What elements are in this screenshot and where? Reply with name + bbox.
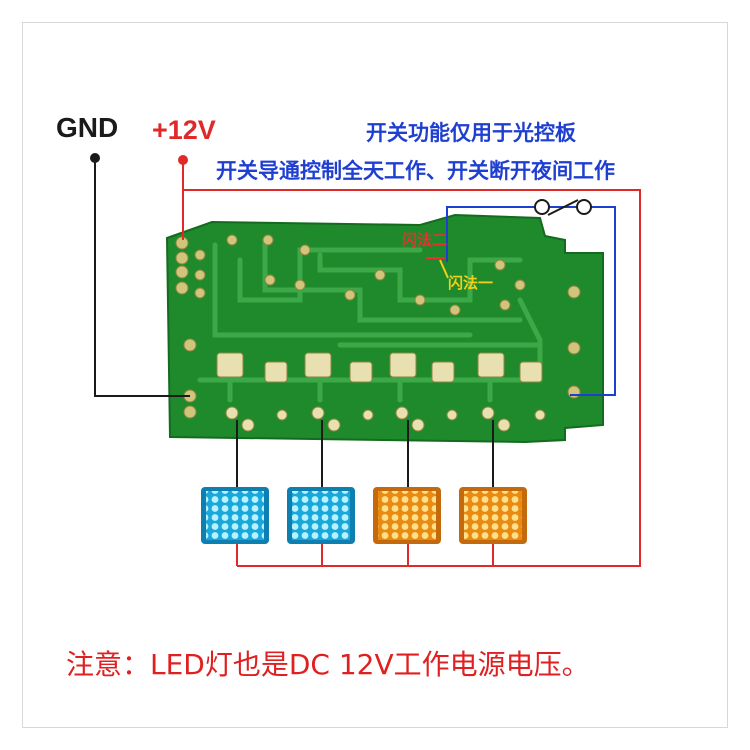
pcb-board	[165, 213, 604, 444]
led-module-2	[287, 487, 355, 544]
led-leads	[236, 420, 494, 490]
power-wire	[178, 155, 641, 567]
led-module-3	[373, 487, 441, 544]
switch-note-1: 开关功能仅用于光控板	[366, 121, 576, 145]
led-module-4	[459, 487, 527, 544]
gnd-wire	[90, 153, 190, 397]
switch-icon	[534, 199, 592, 216]
flash-mode-1-marker	[439, 259, 449, 279]
gnd-label: GND	[56, 112, 119, 143]
plus12v-label: +12V	[152, 115, 216, 145]
flash-mode-1-label: 闪法一	[448, 274, 494, 292]
switch-note-2: 开关导通控制全天工作、开关断开夜间工作	[216, 159, 615, 183]
image-frame	[22, 22, 728, 728]
flash-mode-2-label: 闪法二	[402, 231, 448, 249]
bottom-note: 注意：LED灯也是DC 12V工作电源电压。	[66, 648, 590, 681]
led-module-1	[201, 487, 269, 544]
